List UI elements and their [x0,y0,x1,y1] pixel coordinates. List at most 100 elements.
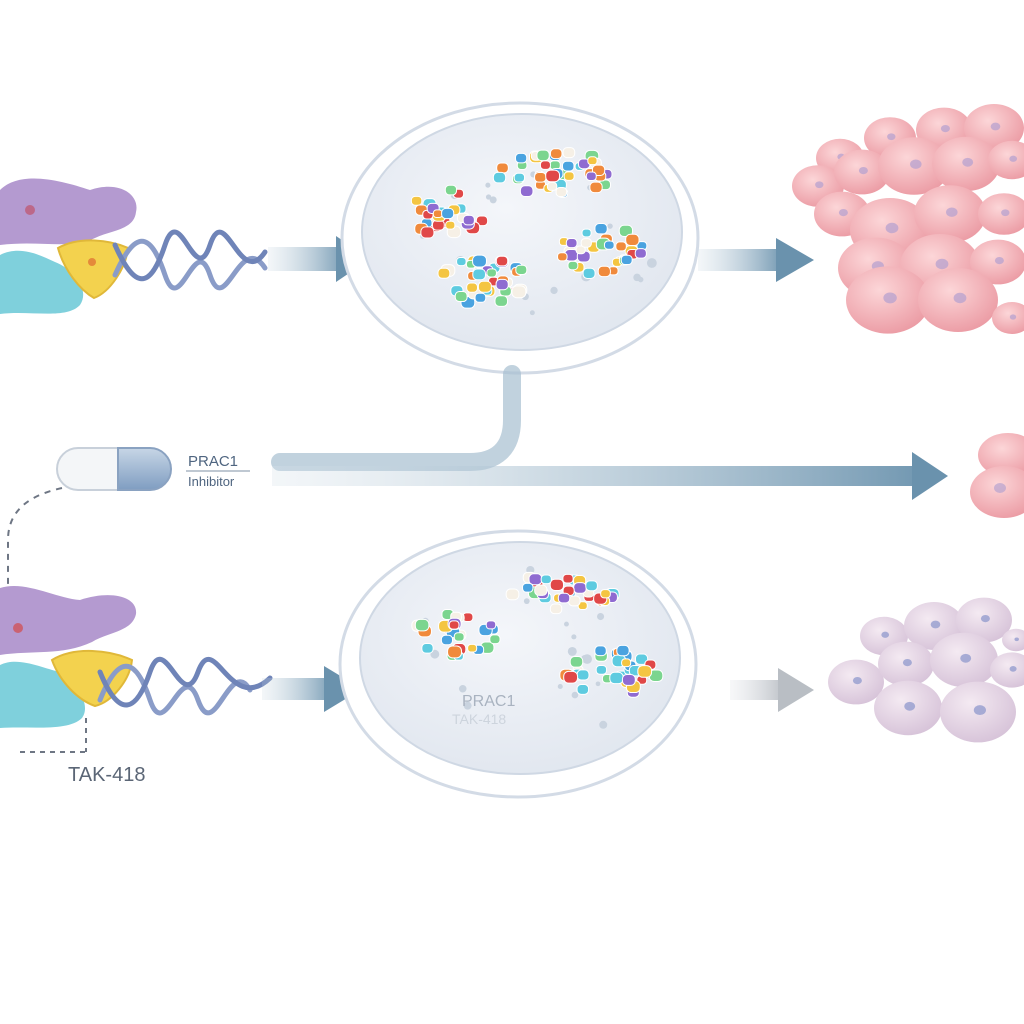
dna-helix-icon [112,229,268,291]
droplet [485,182,491,188]
molecule-particle [466,282,478,293]
cell-nucleus [960,653,972,663]
molecule-particle [562,573,574,584]
cell-nucleus [910,159,922,169]
droplet [646,258,657,268]
molecule-particle [634,653,649,665]
molecule-particle [585,580,598,592]
cell-nucleus [930,620,941,629]
molecule-particle [576,669,590,681]
cell-nucleus [1009,314,1017,320]
cell-nucleus [953,292,967,304]
molecule-particle [485,620,497,630]
cell-nucleus [973,705,986,716]
cell-nucleus [902,658,912,667]
droplet [458,684,467,693]
cell-nucleus [904,701,916,711]
cell [990,652,1024,688]
molecule-particle [534,584,548,596]
molecule-particle [445,220,456,230]
cell-nucleus [1009,155,1018,162]
molecule-particle [522,582,534,593]
cell-nucleus [940,124,950,133]
molecule-particle [472,268,486,281]
molecule-particle [420,226,435,239]
molecule-particle [563,670,579,684]
molecule-particle [513,172,526,183]
droplet [485,194,492,200]
molecule-particle [594,645,607,657]
molecule-particle [615,241,627,252]
droplet [529,310,535,316]
molecule-particle [568,595,581,607]
flow-arrow [272,452,948,500]
connector-line [271,365,521,471]
molecule-particle [448,620,460,630]
molecule-particle [515,152,528,164]
cell-nucleus [883,292,897,304]
molecule-particle [467,643,478,653]
cell-nucleus [838,208,848,217]
molecule-particle [576,684,590,695]
molecule-particle [621,658,632,668]
molecule-particle [432,209,443,219]
molecule-particle [609,671,624,685]
droplet [607,223,613,229]
molecule-particle [573,582,587,594]
molecule-particle [540,574,552,585]
molecule-particle [477,280,492,293]
molecule-particle [549,148,563,160]
cell-nucleus [946,207,958,217]
molecule-particle [421,643,434,654]
inhibitor-sublabel: Inhibitor [188,474,235,489]
droplet [567,646,577,656]
cell [978,193,1024,235]
petri-dish-icon [340,101,700,375]
molecule-particle [495,255,509,267]
molecule-particle [447,645,463,659]
droplet [564,621,569,627]
molecule-particle [410,195,423,206]
cell [992,302,1024,334]
molecule-particle [549,603,563,615]
cell-nucleus [1009,666,1017,672]
molecule-particle [595,664,608,675]
molecule-particle [589,181,603,194]
molecule-particle [597,265,611,278]
protein-complex-icon [0,585,137,728]
droplet [595,681,601,687]
molecule-particle [575,245,586,255]
molecule-particle [562,160,575,172]
cell-nucleus [858,166,868,175]
molecule-particle [539,160,551,170]
molecule-particle [563,171,575,181]
molecule-particle [562,147,576,159]
molecule-particle [505,588,520,601]
molecule-particle [528,573,543,586]
dashed-connector [7,487,63,590]
molecule-particle [454,290,468,303]
cell-nucleus [887,133,896,141]
cell-nucleus [852,676,862,685]
molecule-particle [581,228,592,238]
inhibitor-label: PRAC1 [188,453,238,470]
molecule-particle [582,267,596,279]
molecule-particle [594,222,608,235]
flow-arrow [698,238,814,282]
cell-nucleus [990,122,1001,131]
droplet [550,286,558,295]
molecule-particle [567,260,579,271]
cell-cluster-icon [828,597,1024,743]
dish-watermark-sub: TAK-418 [452,711,506,727]
drug-label: TAK-418 [68,764,145,786]
molecule-particle [565,237,578,249]
molecule-particle [549,578,565,592]
molecule-particle [603,240,615,250]
molecule-particle [494,295,509,307]
cell-cluster-small [970,433,1024,518]
droplet [523,598,530,605]
molecule-particle [620,254,633,266]
droplet [571,634,577,640]
molecule-particle [489,634,501,645]
